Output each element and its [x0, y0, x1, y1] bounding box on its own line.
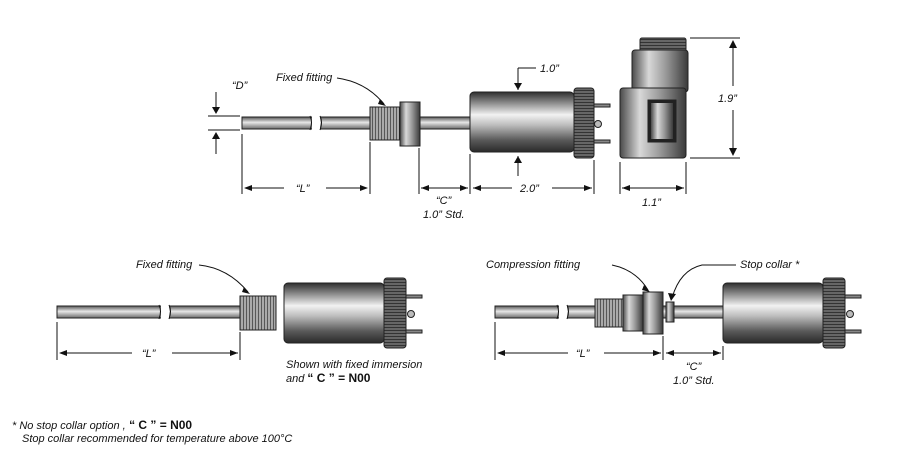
left-shown-line2: and “ C ” = N00: [286, 371, 371, 385]
right-stop-collar-label: Stop collar *: [740, 259, 800, 271]
left-knurled-ring: [383, 277, 407, 349]
left-fixed-fitting-thread: [239, 295, 277, 331]
right-compression-thread: [594, 298, 624, 328]
footnote-line2: Stop collar recommended for temperature …: [22, 433, 292, 445]
top-knurled-ring: [573, 87, 595, 159]
top-stem: [419, 116, 473, 130]
right-knurled-ring: [822, 277, 846, 349]
top-dim-19: 1.9”: [690, 37, 740, 159]
top-dim-1: 1.0”: [514, 63, 560, 176]
top-head-cylinder: [469, 91, 575, 153]
right-head-cylinder: [722, 282, 824, 344]
top-assembly: “D” Fixed fitting “L” “C” 1.0” Std.: [208, 37, 740, 221]
right-dim-l-label: “L”: [576, 348, 591, 360]
top-dim-11: 1.1”: [619, 162, 687, 209]
left-assembly: Fixed fitting “L” Shown with fixed immer…: [56, 259, 423, 385]
right-dim-c-std: 1.0” Std.: [673, 375, 715, 387]
top-fixed-fitting-thread: [369, 106, 401, 141]
top-fixed-fitting-label: Fixed fitting: [276, 72, 333, 84]
top-dim-c: “C” 1.0” Std.: [418, 148, 471, 221]
top-dim-2: 2.0”: [473, 160, 595, 195]
left-dim-l-label: “L”: [142, 348, 157, 360]
right-compression-body: [642, 291, 664, 335]
top-dim-11-label: 1.1”: [642, 197, 662, 209]
top-dim-c-std: 1.0” Std.: [423, 209, 465, 221]
right-dim-c: “C” 1.0” Std.: [666, 346, 724, 387]
left-fixed-fitting-label: Fixed fitting: [136, 259, 193, 271]
top-dim-2-label: 2.0”: [519, 183, 540, 195]
right-stop-collar: [665, 301, 675, 323]
top-dim-d: “D”: [208, 80, 249, 154]
left-head-cylinder: [283, 282, 385, 344]
left-probe-rod: [56, 305, 242, 319]
top-dim-1-label: 1.0”: [540, 63, 560, 75]
right-probe-rod: [494, 305, 596, 319]
right-assembly: Compression fitting Stop collar * “L” “C…: [486, 259, 862, 387]
right-dim-c-label: “C”: [686, 361, 703, 373]
top-dim-l-label: “L”: [296, 183, 311, 195]
left-dim-l: “L”: [56, 322, 241, 360]
top-angle-connector: [619, 37, 689, 159]
top-dim-d-label: “D”: [232, 80, 249, 92]
right-dim-l: “L”: [494, 322, 664, 360]
top-dim-l: “L”: [241, 134, 371, 195]
right-compression-nut: [622, 294, 644, 332]
left-shown-line1: Shown with fixed immersion: [286, 359, 422, 371]
top-dim-c-label: “C”: [436, 195, 453, 207]
top-dim-19-label: 1.9”: [718, 93, 738, 105]
footnote-line1: * No stop collar option , “ C ” = N00: [12, 418, 192, 432]
right-compression-fitting-label: Compression fitting: [486, 259, 581, 271]
top-hex-nut: [399, 101, 421, 147]
footnote: * No stop collar option , “ C ” = N00 St…: [12, 418, 292, 445]
top-probe-rod: [241, 116, 371, 130]
